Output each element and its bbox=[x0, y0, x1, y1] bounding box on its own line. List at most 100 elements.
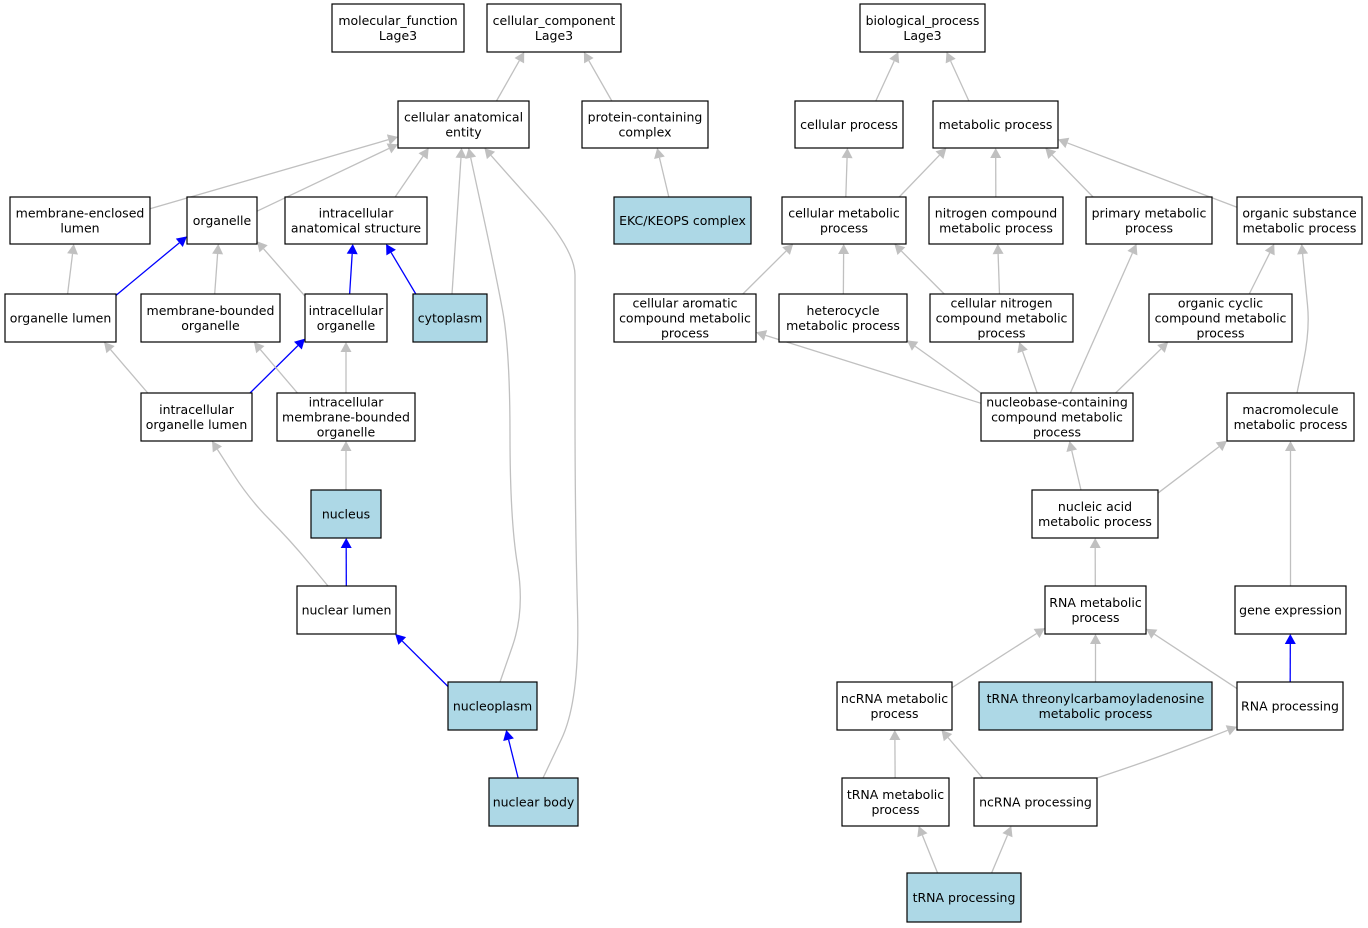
node-org[interactable]: organelle bbox=[186, 196, 258, 245]
arrowhead-icon bbox=[514, 52, 525, 64]
node-ge[interactable]: gene expression bbox=[1234, 585, 1347, 635]
edge-cyt-to-ias bbox=[386, 244, 417, 295]
node-box[interactable] bbox=[1085, 196, 1213, 245]
node-box[interactable] bbox=[1236, 196, 1363, 245]
node-np[interactable]: nucleoplasm bbox=[447, 681, 538, 731]
node-box[interactable] bbox=[1234, 585, 1347, 635]
node-nb[interactable]: nuclear body bbox=[488, 777, 579, 827]
node-label: compound metabolic bbox=[936, 311, 1068, 326]
edge-namp-to-nbccmp bbox=[1066, 441, 1082, 491]
node-box[interactable] bbox=[1031, 489, 1159, 539]
node-box[interactable] bbox=[1236, 681, 1344, 731]
node-box[interactable] bbox=[486, 3, 622, 53]
node-box[interactable] bbox=[331, 3, 465, 53]
node-box[interactable] bbox=[284, 196, 428, 245]
node-box[interactable] bbox=[929, 293, 1074, 343]
edge-line bbox=[947, 737, 984, 779]
node-box[interactable] bbox=[932, 100, 1059, 149]
node-box[interactable] bbox=[447, 681, 538, 731]
arrowhead-icon bbox=[465, 148, 477, 159]
node-box[interactable] bbox=[397, 100, 530, 149]
node-box[interactable] bbox=[1148, 293, 1293, 343]
node-box[interactable] bbox=[276, 392, 416, 442]
edge-layer bbox=[66, 52, 1309, 874]
arrowhead-icon bbox=[395, 634, 407, 645]
node-box[interactable] bbox=[140, 392, 253, 442]
node-box[interactable] bbox=[928, 196, 1064, 245]
edge-line bbox=[1296, 253, 1309, 394]
node-box[interactable] bbox=[613, 293, 757, 343]
node-box[interactable] bbox=[9, 196, 151, 245]
node-ttamp[interactable]: tRNA threonylcarbamoyladenosinemetabolic… bbox=[978, 681, 1213, 731]
node-box[interactable] bbox=[296, 585, 397, 635]
node-ol[interactable]: organelle lumen bbox=[4, 293, 117, 343]
node-ncp[interactable]: ncRNA processing bbox=[973, 777, 1098, 827]
node-box[interactable] bbox=[973, 777, 1098, 827]
edge-ncrmp-to-rmp bbox=[951, 628, 1045, 689]
node-box[interactable] bbox=[778, 293, 908, 343]
node-box[interactable] bbox=[794, 100, 904, 149]
node-nl[interactable]: nuclear lumen bbox=[296, 585, 397, 635]
arrowhead-icon bbox=[889, 52, 900, 64]
node-rp[interactable]: RNA processing bbox=[1236, 681, 1344, 731]
node-box[interactable] bbox=[310, 489, 382, 539]
node-cyt[interactable]: cytoplasm bbox=[412, 293, 488, 343]
node-box[interactable] bbox=[140, 293, 281, 343]
arrowhead-icon bbox=[484, 148, 496, 160]
node-box[interactable] bbox=[906, 872, 1022, 923]
node-nuc[interactable]: nucleus bbox=[310, 489, 382, 539]
node-cp[interactable]: cellular process bbox=[794, 100, 904, 149]
node-box[interactable] bbox=[859, 3, 986, 53]
node-label: cellular anatomical bbox=[404, 110, 523, 125]
node-box[interactable] bbox=[781, 196, 907, 245]
arrowhead-icon bbox=[1090, 634, 1101, 644]
node-box[interactable] bbox=[836, 681, 953, 731]
node-label: process bbox=[977, 326, 1025, 341]
arrowhead-icon bbox=[175, 236, 187, 247]
node-tp[interactable]: tRNA processing bbox=[906, 872, 1022, 923]
node-box[interactable] bbox=[488, 777, 579, 827]
node-label: Lage3 bbox=[379, 28, 417, 43]
node-box[interactable] bbox=[841, 777, 950, 827]
node-box[interactable] bbox=[978, 681, 1213, 731]
arrowhead-icon bbox=[386, 143, 398, 154]
node-box[interactable] bbox=[186, 196, 258, 245]
arrowhead-icon bbox=[386, 244, 396, 256]
node-box[interactable] bbox=[1226, 392, 1355, 442]
node-box[interactable] bbox=[613, 196, 752, 245]
node-box[interactable] bbox=[4, 293, 117, 343]
node-ekc[interactable]: EKC/KEOPS complex bbox=[613, 196, 752, 245]
node-box[interactable] bbox=[1044, 585, 1147, 635]
node-box[interactable] bbox=[980, 392, 1134, 442]
arrowhead-icon bbox=[1225, 725, 1237, 736]
node-box[interactable] bbox=[412, 293, 488, 343]
node-box[interactable] bbox=[581, 100, 709, 149]
node-box[interactable] bbox=[304, 293, 388, 343]
node-mp[interactable]: metabolic process bbox=[932, 100, 1059, 149]
